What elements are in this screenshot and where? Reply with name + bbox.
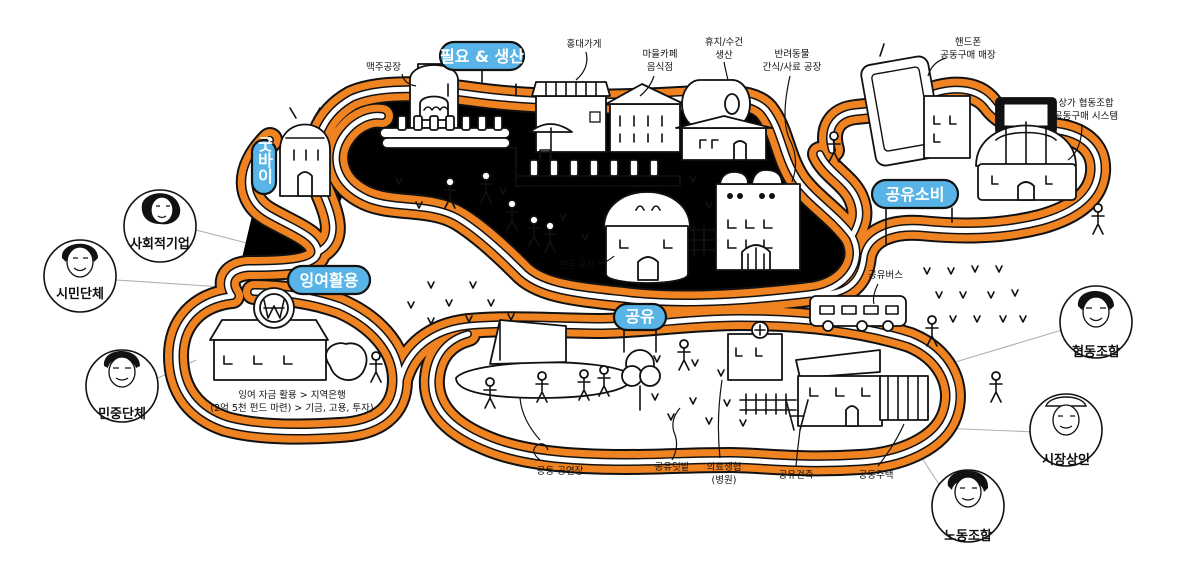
role-cooperative: 협동조합	[1059, 285, 1133, 360]
road-render	[163, 76, 1112, 477]
tree	[621, 349, 661, 411]
label-phone-buying-1: 핸드폰	[955, 36, 981, 48]
phone-store	[860, 43, 971, 167]
label-village-cafe-2: 음식점	[647, 61, 673, 73]
cross-icon	[754, 324, 766, 336]
svg-text:필요 & 생산: 필요 & 생산	[440, 47, 524, 66]
svg-text:협동조합: 협동조합	[1072, 344, 1120, 360]
svg-text:노동조합: 노동조합	[944, 528, 992, 544]
brewery	[379, 63, 681, 187]
people-figures	[369, 131, 1105, 409]
shared-bus	[809, 295, 907, 332]
dumpling-factory	[603, 191, 717, 284]
label-phone-buying-2: 공동구매 매장	[940, 50, 996, 61]
label-shared-housing: 공동주택	[859, 470, 894, 481]
label-merchant-buying-1: 상가 협동조합	[1058, 97, 1114, 109]
red-bean-shop	[529, 81, 611, 161]
svg-text:사회적기업: 사회적기업	[130, 236, 190, 252]
svg-text:민중단체: 민중단체	[98, 406, 146, 422]
village-cafe	[605, 83, 685, 153]
label-medical-coop-2: (병원)	[712, 475, 737, 486]
sign-sharing: 공유	[612, 302, 668, 353]
label-village-cafe-1: 마을카페	[643, 49, 678, 60]
role-people-group: 민중단체	[85, 349, 159, 423]
place-labels: 맥주공장 홍대가게 마을카페 음식점 휴지/수건 생산 반려동물 간식/사료 공…	[210, 36, 1118, 486]
label-recycled-paper-1: 휴지/수건	[705, 37, 743, 48]
role-merchant: 시장상인	[1029, 393, 1103, 468]
fence	[739, 393, 797, 415]
sign-surplus-use: 잉여활용	[286, 264, 372, 296]
label-shared-garden: 공유텃밭	[655, 462, 690, 473]
label-medical-coop-1: 의료생협	[707, 461, 742, 473]
grass-tufts	[395, 175, 1027, 427]
pet-food-factory	[715, 169, 801, 271]
svg-text:공유: 공유	[625, 307, 655, 326]
role-civic-group: 시민단체	[43, 239, 117, 313]
label-pet-food-1: 반려동물	[775, 48, 810, 60]
svg-text:시민단체: 시민단체	[56, 286, 104, 302]
surplus-bank	[209, 287, 368, 381]
merchant-coop	[975, 97, 1077, 201]
svg-text:공유소비: 공유소비	[886, 185, 945, 204]
label-brewery: 맥주공장	[366, 62, 401, 73]
role-social-enterprise: 사회적기업	[123, 189, 197, 263]
sign-good-buy: 굿바이	[250, 136, 278, 196]
svg-text:잉여활용: 잉여활용	[300, 271, 359, 290]
label-shared-building: 공유건축	[779, 470, 814, 481]
label-red-bean-shop: 홍대가게	[567, 38, 602, 50]
sign-shared-consumption: 공유소비	[870, 178, 960, 245]
label-merchant-buying-2: 공동구매 시스템	[1054, 110, 1118, 122]
label-surplus-bank-1: 잉여 자금 활용 > 지역은행	[238, 389, 345, 401]
label-pet-food-2: 간식/사료 공장	[763, 62, 822, 73]
label-shared-bus: 공유버스	[868, 270, 903, 281]
paper-roll-factory	[675, 79, 773, 161]
good-buy-house	[279, 107, 331, 197]
label-recycled-paper-2: 생산	[715, 50, 733, 61]
label-dumpling-factory: 만두공장	[560, 260, 595, 271]
won-coin-icon	[263, 299, 285, 319]
shared-housing	[785, 349, 929, 431]
sign-needs-production: 필요 & 생산	[438, 40, 526, 97]
svg-text:시장상인: 시장상인	[1042, 452, 1090, 468]
medical-coop	[727, 321, 783, 381]
role-labor-union: 노동조합	[931, 469, 1005, 544]
label-public-theater: 공동 공연장	[537, 466, 584, 477]
label-surplus-bank-2: (2억 5천 펀드 마련) > 기금, 고용, 투자)	[210, 402, 373, 414]
svg-text:굿바이: 굿바이	[255, 136, 274, 185]
